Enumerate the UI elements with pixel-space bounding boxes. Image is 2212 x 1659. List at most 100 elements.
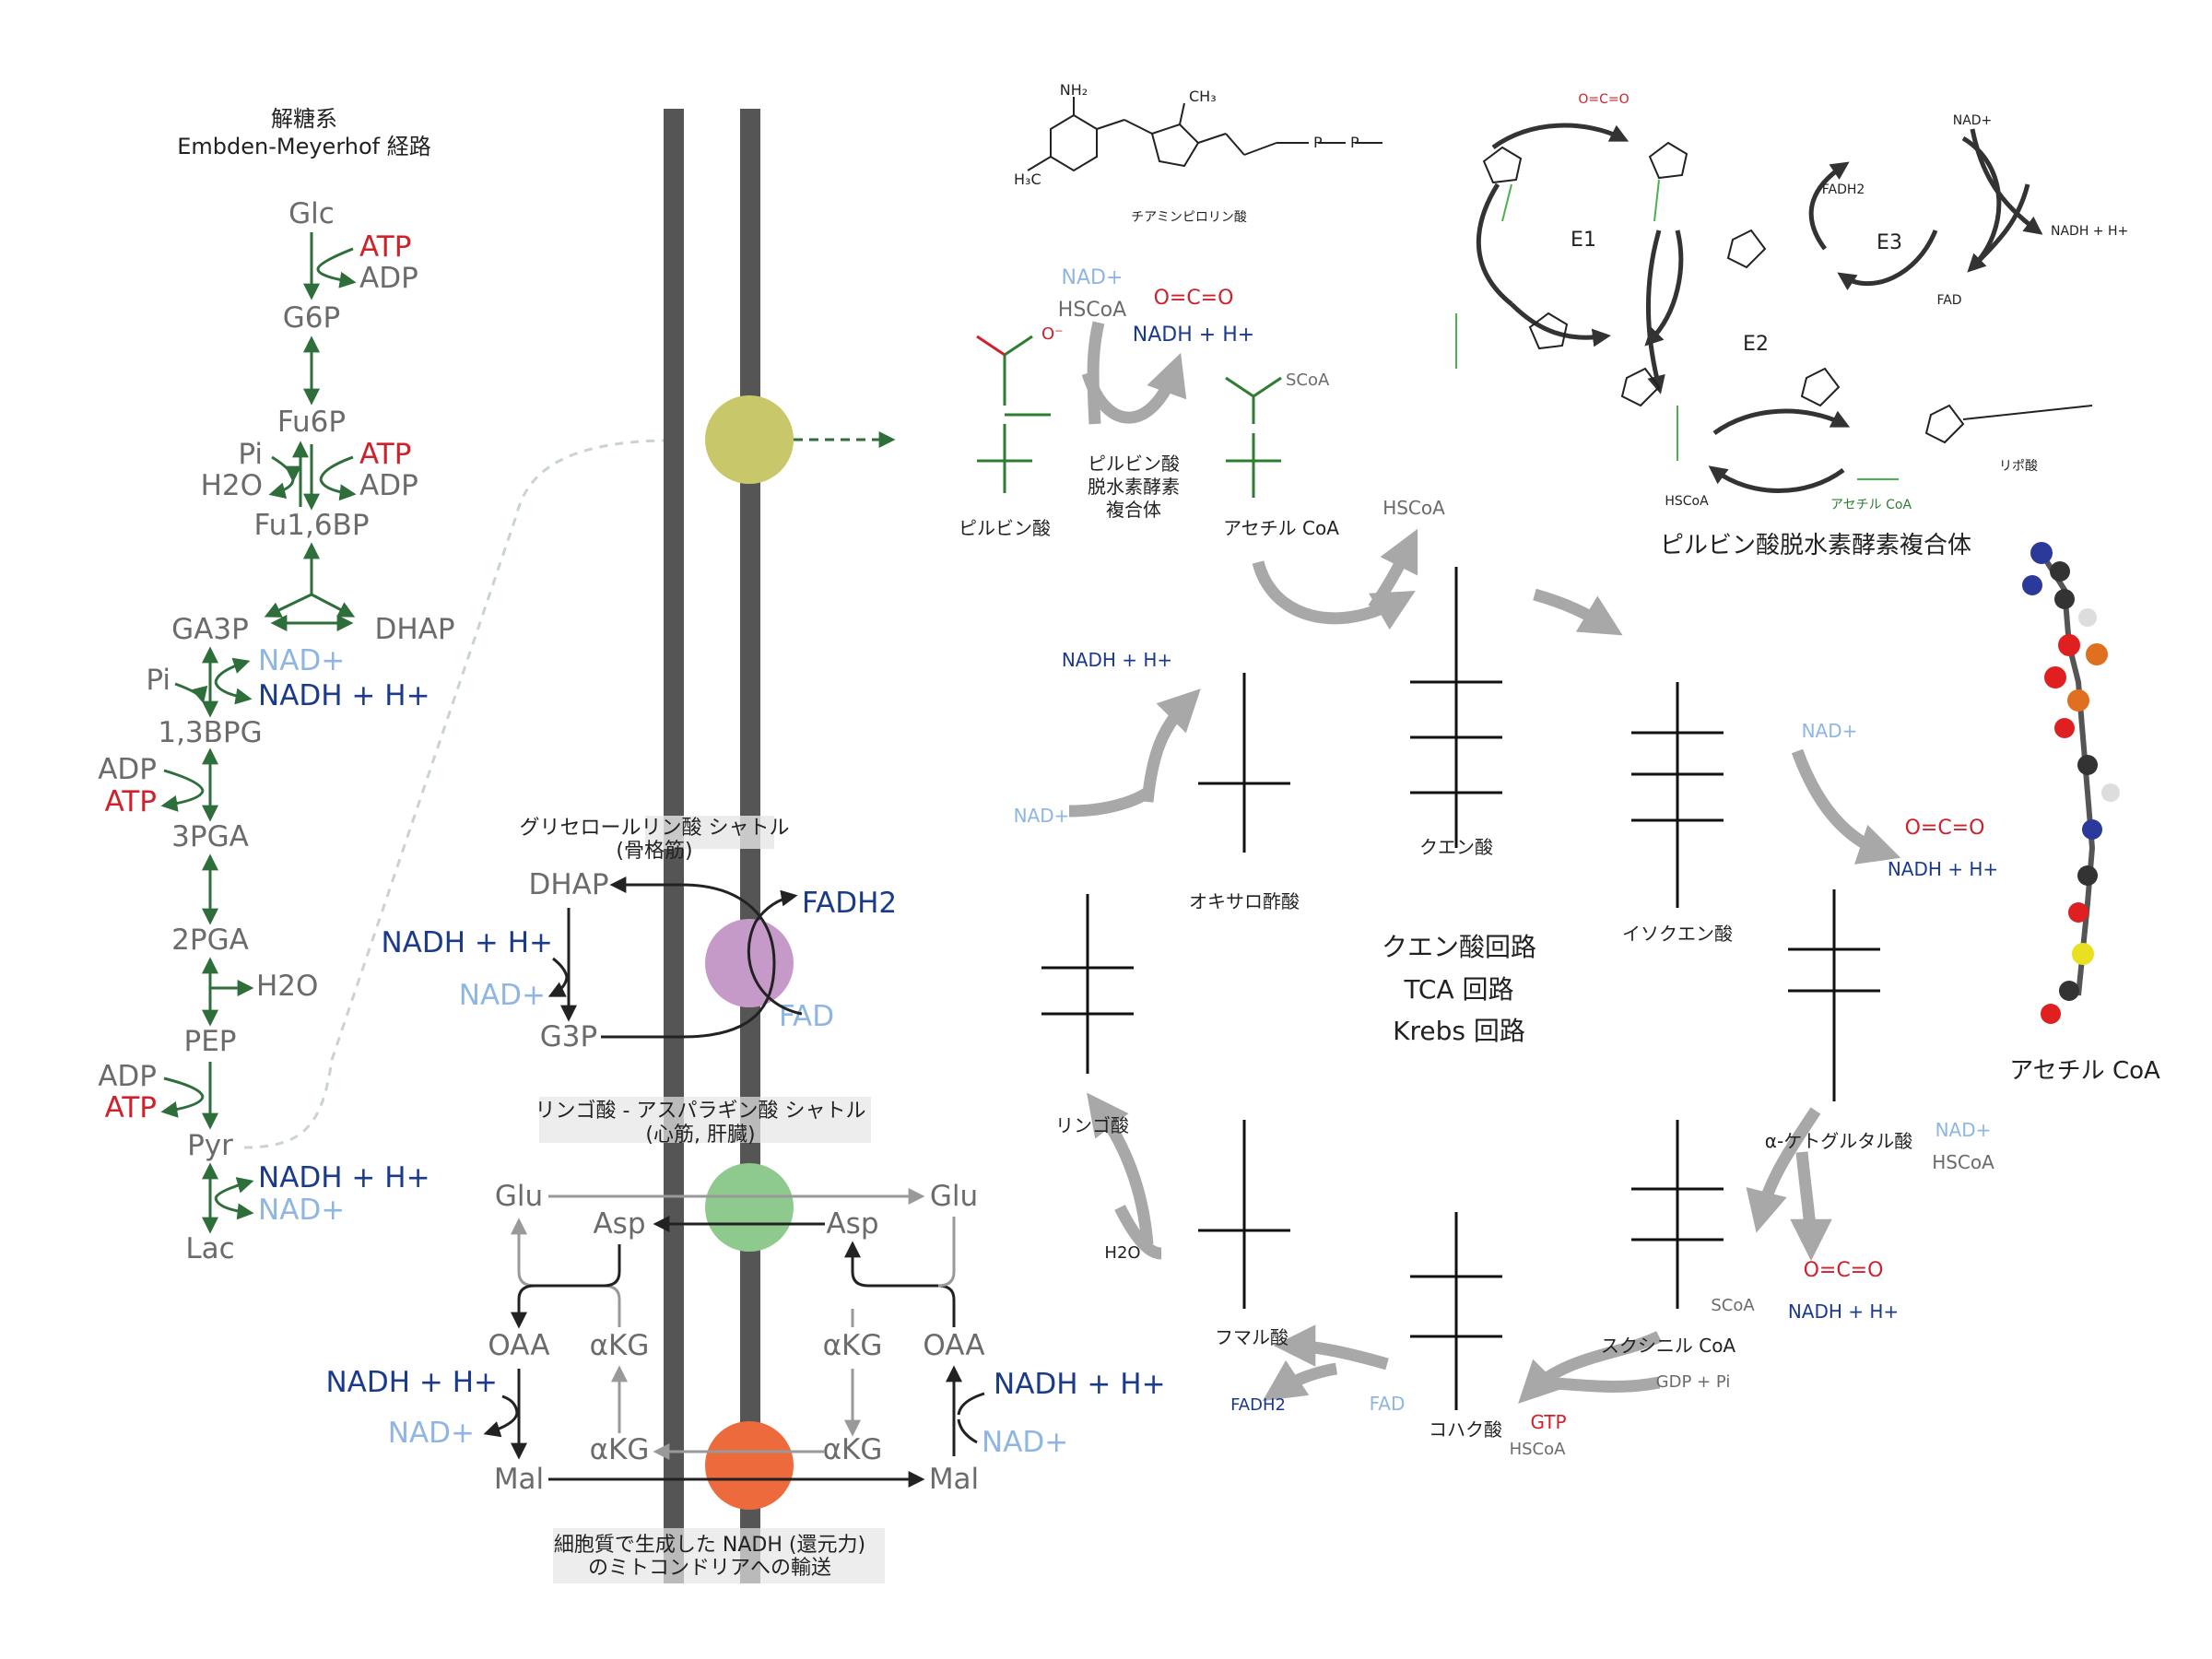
oaa-label: OAA <box>923 1329 984 1362</box>
nadh-label: NADH + H+ <box>1888 858 1998 880</box>
glycolysis-pathway: 解糖系 Embden-Meyerhof 経路 Glc ATP ADP G6P F… <box>98 106 665 1265</box>
aspartate-glutamate-carrier <box>705 1163 794 1252</box>
oxaloacetate-label: オキサロ酢酸 <box>1189 890 1300 912</box>
nadh-label: NADH + H+ <box>1133 324 1254 347</box>
fad-label: FAD <box>1936 293 1961 308</box>
nad-label: NAD+ <box>1953 113 1993 128</box>
shuttle-subtitle: (骨格筋) <box>616 840 692 863</box>
acetylcoa-3d-model: アセチル CoA <box>2009 542 2160 1085</box>
tca-cycle: クエン酸回路 TCA 回路 Krebs 回路 <box>1014 497 1999 1459</box>
nadh-label: NADH + H+ <box>2051 224 2128 239</box>
shuttle-subtitle: (心筋, 肝臓) <box>645 1124 755 1147</box>
co2-label: O=C=O <box>1154 287 1234 310</box>
hscoa-label: HSCoA <box>1932 1151 1994 1173</box>
tca-title: TCA 回路 <box>1403 974 1513 1005</box>
mal-label: Mal <box>494 1463 544 1496</box>
bpg-label: 1,3BPG <box>158 716 262 749</box>
fu6p-label: Fu6P <box>277 406 346 439</box>
malate-label: リンゴ酸 <box>1055 1114 1129 1136</box>
tca-cycle-arrows <box>1068 528 1901 1404</box>
scoa-label: SCoA <box>1286 371 1330 390</box>
asp-label: Asp <box>593 1207 645 1241</box>
pdh-reaction-arrow <box>1081 352 1187 424</box>
nadh-label: NADH + H+ <box>1788 1300 1899 1323</box>
pi-label: Pi <box>146 664 171 697</box>
nad-label: NAD+ <box>1062 266 1124 289</box>
hscoa-label: HSCoA <box>1510 1440 1567 1459</box>
pga2-label: 2PGA <box>171 924 249 957</box>
mal-label: Mal <box>929 1463 979 1496</box>
gdp-label: GDP + Pi <box>1656 1372 1731 1392</box>
adp-label: ADP <box>359 262 418 295</box>
atp-label: ATP <box>105 1091 157 1124</box>
pdh-enzyme-name: 複合体 <box>1106 499 1161 521</box>
h2o-label: H2O <box>1104 1243 1140 1263</box>
nadh-label: NADH + H+ <box>325 1366 498 1399</box>
label-backdrop <box>553 1528 885 1583</box>
acetylcoa-model-label: アセチル CoA <box>2009 1057 2160 1085</box>
pep-label: PEP <box>184 1025 237 1058</box>
fad-label: FAD <box>779 1000 834 1033</box>
akg-label: α-ケトグルタル酸 <box>1765 1130 1912 1152</box>
gtp-label: GTP <box>1530 1411 1566 1433</box>
citrate-label: クエン酸 <box>1419 836 1493 858</box>
nad-label: NAD+ <box>258 1194 345 1227</box>
pyruvate-carrier <box>705 395 794 484</box>
glu-label: Glu <box>930 1180 978 1213</box>
label-backdrop <box>539 1097 871 1143</box>
svg-text:O⁻: O⁻ <box>1041 324 1064 344</box>
glycolysis-arrows <box>160 232 357 1234</box>
succinate-label: コハク酸 <box>1429 1418 1502 1441</box>
label-backdrop <box>645 816 774 849</box>
dhap-label: DHAP <box>528 868 608 901</box>
hscoa-label: HSCoA <box>1058 299 1126 322</box>
co2-label: O=C=O <box>1804 1259 1884 1282</box>
shuttle-title: グリセロールリン酸 シャトル <box>520 817 790 840</box>
tpp-structure <box>1027 97 1382 172</box>
nadh-label: NADH + H+ <box>258 679 430 712</box>
adp-label: ADP <box>98 1060 157 1093</box>
g3p-label: G3P <box>540 1020 597 1053</box>
svg-text:P: P <box>1313 134 1323 151</box>
glycerophosphate-shuttle: グリセロールリン酸 シャトル (骨格筋) DHAP G3P NADH + H+ … <box>381 816 897 1053</box>
pdh-enzyme-name: 脱水素酵素 <box>1088 476 1180 498</box>
pyr-label: Pyr <box>187 1129 233 1162</box>
tca-title: クエン酸回路 <box>1382 932 1536 962</box>
pga3-label: 3PGA <box>171 820 249 853</box>
svg-text:H₃C: H₃C <box>1014 171 1041 188</box>
dhap-label: DHAP <box>374 613 454 646</box>
nad-label: NAD+ <box>258 644 345 677</box>
tpp-label: チアミンピロリン酸 <box>1131 210 1247 225</box>
nadh-label: NADH + H+ <box>258 1161 430 1194</box>
nad-label: NAD+ <box>1014 805 1070 827</box>
nad-label: NAD+ <box>1936 1119 1992 1141</box>
nad-label: NAD+ <box>1802 720 1858 742</box>
scoa-label: SCoA <box>1711 1296 1755 1315</box>
lac-label: Lac <box>185 1232 234 1265</box>
atp-label: ATP <box>359 230 411 264</box>
tca-molecule-skeletons <box>1041 567 1880 1410</box>
fadh2-label: FADH2 <box>802 887 897 920</box>
shuttle-caption: 細胞質で生成した NADH (還元力) <box>554 1534 865 1557</box>
pyruvate-structure <box>976 335 1051 493</box>
oaa-label: OAA <box>488 1329 549 1362</box>
isocitrate-label: イソクエン酸 <box>1622 923 1733 945</box>
malate-aspartate-shuttle: リンゴ酸 - アスパラギン酸 シャトル (心筋, 肝臓) Glu Asp OAA… <box>325 1097 1166 1583</box>
fadh2-label: FADH2 <box>1230 1395 1286 1415</box>
nadh-label: NADH + H+ <box>381 926 553 959</box>
adp-label: ADP <box>359 469 418 502</box>
lipoate-label: リポ酸 <box>1999 459 2038 474</box>
glc-label: Glc <box>288 197 335 230</box>
svg-text:CH₃: CH₃ <box>1189 88 1217 105</box>
fadh2-label: FADH2 <box>1822 182 1865 197</box>
acetylcoa-small-label: アセチル CoA <box>1830 498 1912 512</box>
pdh-enzyme-name: ピルビン酸 <box>1088 453 1180 475</box>
acetylcoa-structure <box>1225 376 1282 498</box>
ga3p-label: GA3P <box>171 613 249 646</box>
fu16bp-label: Fu1,6BP <box>253 509 369 542</box>
atp-label: ATP <box>105 785 157 818</box>
adp-label: ADP <box>98 753 157 786</box>
e1-label: E1 <box>1571 229 1596 252</box>
cofactor-sketches <box>1482 141 2093 444</box>
